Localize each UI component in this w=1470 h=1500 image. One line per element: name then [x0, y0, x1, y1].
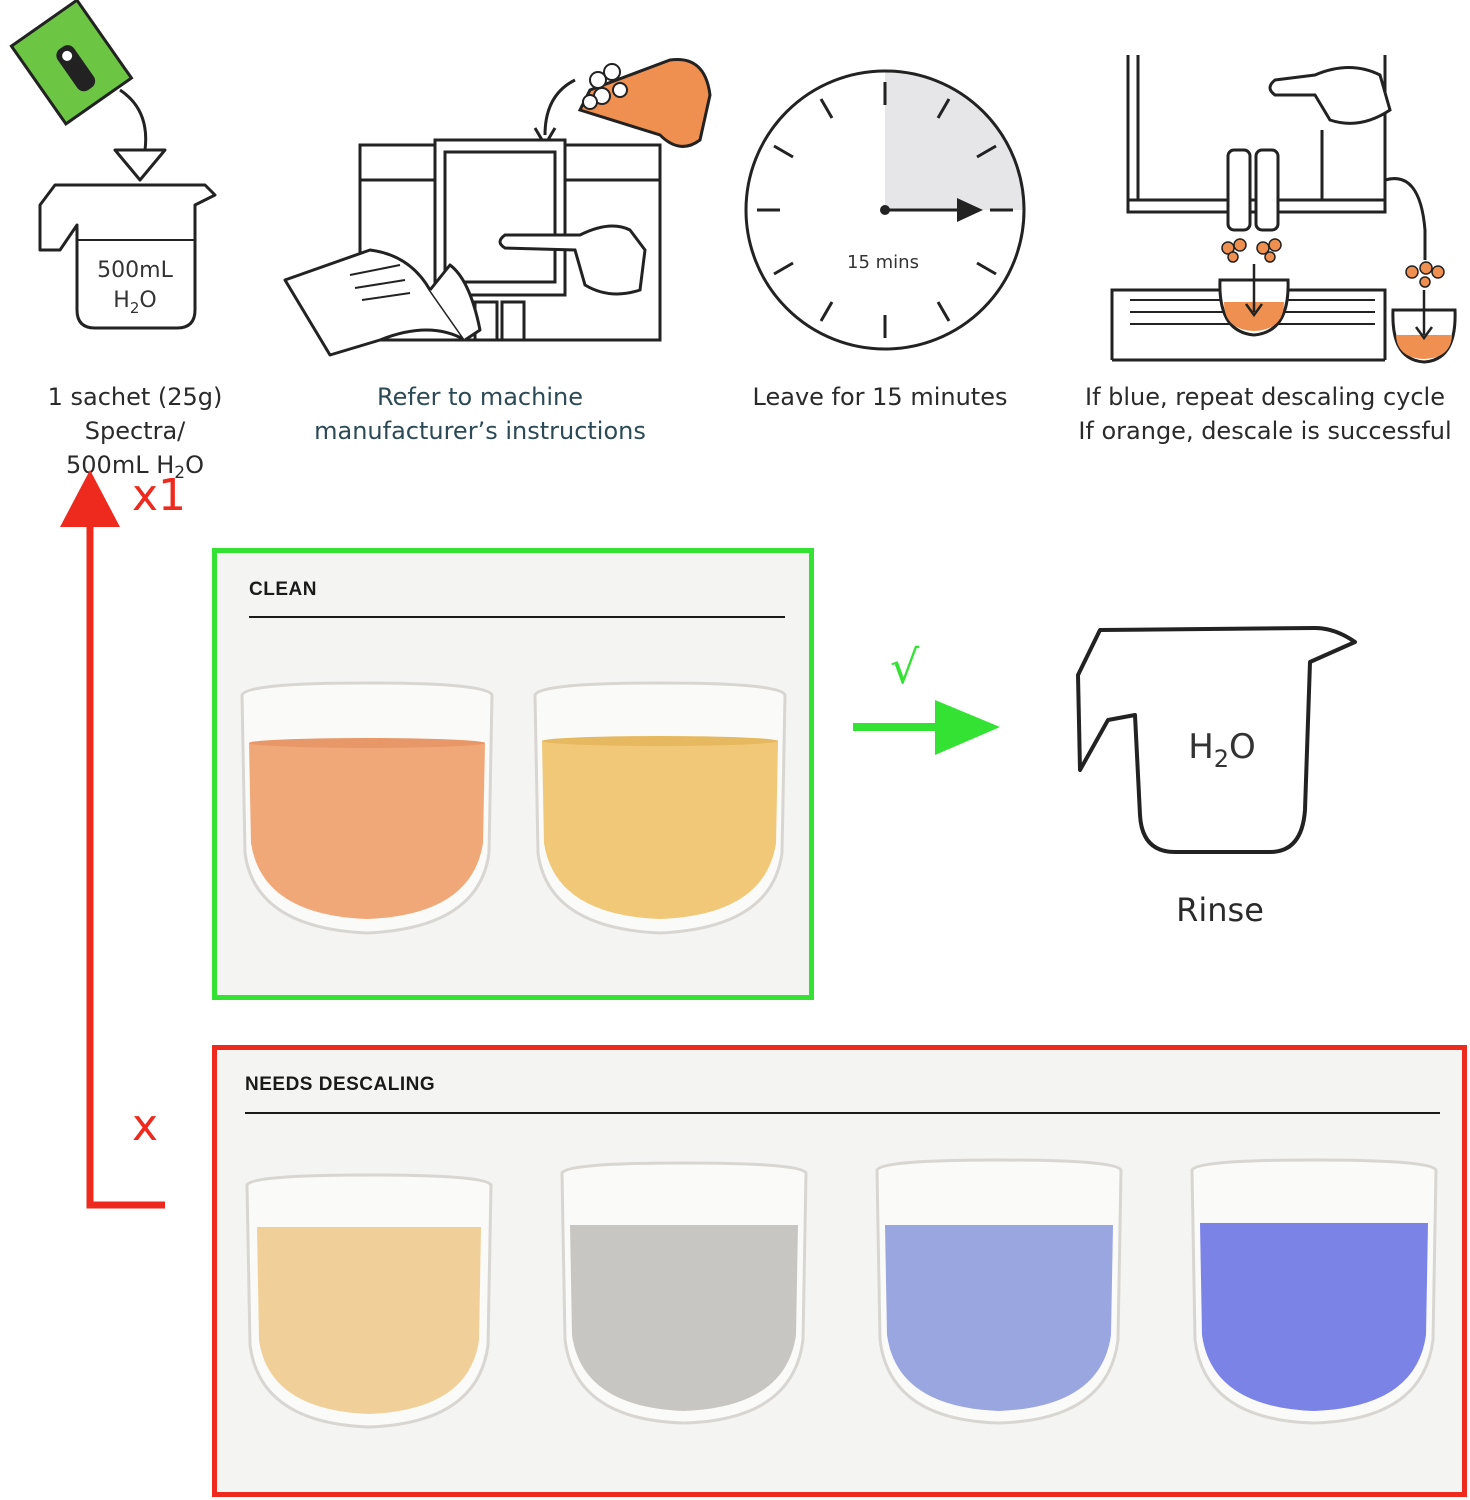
glass-pale-yellow: [245, 1173, 493, 1429]
clean-panel: CLEAN: [212, 548, 814, 1000]
rinse-jug-icon: H2O: [1076, 626, 1357, 854]
descale-panel-rule: [245, 1112, 1440, 1114]
glass-orange: [240, 681, 494, 935]
check-mark-label: √: [890, 640, 920, 694]
step2-caption: Refer to machine manufacturer’s instruct…: [314, 383, 646, 445]
step1-illustration: 500mL H2O: [9, 0, 217, 330]
rinse-jug-text: H2O: [1188, 727, 1256, 773]
clean-glasses-photo: [240, 681, 787, 935]
step4-illustration: [1110, 55, 1457, 364]
descale-panel-title: NEEDS DESCALING: [245, 1074, 436, 1095]
arrow-down-icon: [113, 148, 167, 182]
clean-panel-title: CLEAN: [249, 579, 317, 600]
step4-caption: If blue, repeat descaling cycle If orang…: [1078, 383, 1452, 445]
sachet-icon: [9, 0, 134, 126]
step3-caption: Leave for 15 minutes: [752, 383, 1008, 411]
descaler-bottle-icon: [577, 57, 712, 148]
hand-pointing-icon: [498, 224, 647, 296]
step3-illustration: 15 mins: [744, 69, 1026, 351]
glass-deep-blue: [1190, 1158, 1438, 1425]
repeat-loop-arrow: [60, 470, 165, 1209]
repeat-count-label: x1: [132, 470, 187, 521]
fail-mark-label: x: [132, 1100, 159, 1151]
glass-grey: [560, 1161, 808, 1425]
measuring-jug-icon: [38, 183, 217, 330]
descale-panel: NEEDS DESCALING: [212, 1045, 1467, 1497]
hand-button-icon: [1268, 66, 1392, 125]
arrow-up-icon: [60, 470, 120, 527]
drops-icon: [1221, 238, 1445, 288]
step1-caption: 1 sachet (25g) Spectra/ 500mL H2O: [47, 383, 223, 483]
cup-icon: [1218, 264, 1290, 337]
rinse-label: Rinse: [1176, 891, 1264, 929]
jug-h2o-text: H2O: [113, 288, 156, 317]
success-arrow: [853, 700, 1000, 755]
descale-glasses-photo: [245, 1158, 1438, 1429]
glass-yellow: [533, 681, 787, 935]
glass-light-blue: [875, 1158, 1123, 1425]
clock-icon: [744, 69, 1026, 351]
step2-illustration: [283, 57, 712, 357]
timer-label: 15 mins: [847, 252, 919, 273]
jug-volume-text: 500mL: [97, 258, 173, 283]
arrow-right-icon: [935, 700, 1000, 755]
manual-book-icon: [283, 248, 482, 357]
clean-panel-rule: [249, 616, 785, 618]
side-cup-icon: [1391, 290, 1457, 364]
